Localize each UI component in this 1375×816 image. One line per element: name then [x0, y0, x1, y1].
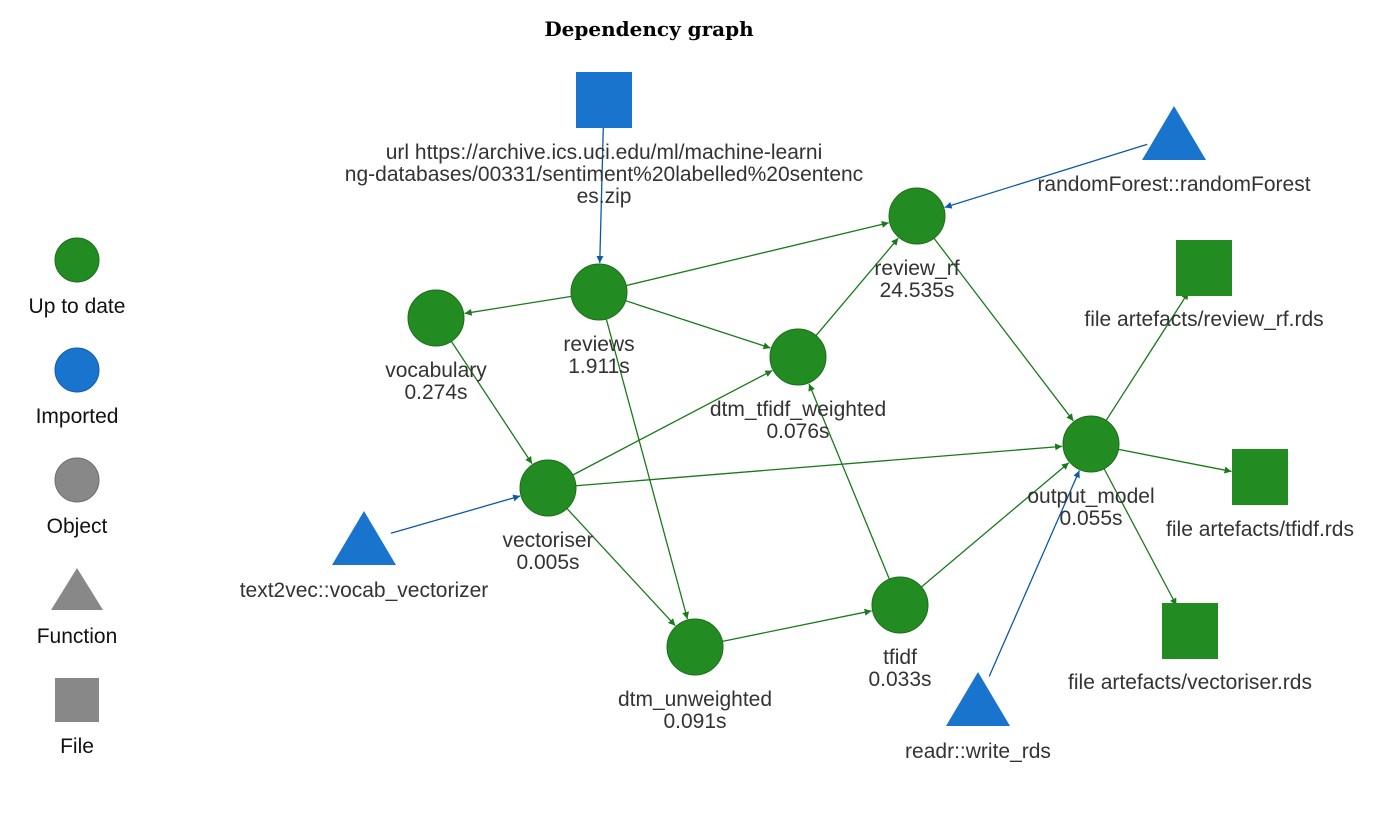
- circle-icon: [54, 237, 100, 283]
- node-label-vocabulary-1: 0.274s: [404, 381, 467, 404]
- node-label-dtm_tfidf_weighted-1: 0.076s: [766, 420, 829, 443]
- target-circle-icon: [1062, 415, 1120, 473]
- node-label-vectoriser-0: vectoriser: [502, 529, 593, 552]
- edge-output_model-to-file_vectoriser: [1103, 468, 1178, 606]
- node-label-dtm_unweighted-0: dtm_unweighted: [618, 688, 772, 711]
- node-label-url-1: ng-databases/00331/sentiment%20labelled%…: [345, 163, 863, 186]
- legend-item-file: File: [55, 678, 99, 758]
- node-label-review_rf-0: review_rf: [874, 257, 959, 280]
- edge-dtm_tfidf_weighted-to-review_rf: [815, 237, 899, 337]
- target-circle-icon: [888, 187, 946, 245]
- node-randomForest[interactable]: randomForest::randomForest: [1037, 106, 1311, 196]
- node-label-file_vectoriser-0: file artefacts/vectoriser.rds: [1068, 671, 1312, 694]
- target-circle-icon: [407, 289, 465, 347]
- target-circle-icon: [871, 576, 929, 634]
- edge-tfidf-to-dtm_tfidf_weighted: [808, 383, 890, 580]
- node-label-reviews-1: 1.911s: [568, 355, 630, 378]
- graph-nodes: url https://archive.ics.uci.edu/ml/machi…: [240, 72, 1354, 763]
- square-icon: [55, 678, 99, 722]
- legend-item-up-to-date: Up to date: [29, 237, 126, 318]
- target-circle-icon: [769, 328, 827, 386]
- triangle-icon: [51, 568, 103, 610]
- node-file_tfidf[interactable]: file artefacts/tfidf.rds: [1166, 449, 1354, 541]
- graph-title: Dependency graph: [544, 17, 754, 41]
- circle-icon: [54, 457, 100, 503]
- edge-output_model-to-file_review_rf: [1105, 292, 1189, 421]
- edge-output_model-to-file_tfidf: [1118, 448, 1232, 474]
- function-triangle-icon: [946, 672, 1010, 726]
- node-label-vocabulary-0: vocabulary: [385, 359, 487, 382]
- edge-reviews-to-dtm_tfidf_weighted: [625, 300, 771, 350]
- node-text2vec[interactable]: text2vec::vocab_vectorizer: [240, 511, 489, 602]
- target-circle-icon: [666, 618, 724, 676]
- node-label-url-2: es.zip: [577, 185, 632, 208]
- node-label-readr-0: readr::write_rds: [905, 740, 1051, 763]
- node-label-randomForest-0: randomForest::randomForest: [1037, 173, 1310, 196]
- node-file_review_rf[interactable]: file artefacts/review_rf.rds: [1084, 240, 1324, 331]
- node-readr[interactable]: readr::write_rds: [905, 672, 1051, 763]
- node-label-output_model-0: output_model: [1027, 485, 1154, 508]
- legend-label: Imported: [36, 405, 119, 428]
- edge-reviews-to-vocabulary: [464, 295, 572, 316]
- edge-dtm_unweighted-to-tfidf: [722, 608, 872, 643]
- edge-vectoriser-to-dtm_unweighted: [566, 508, 676, 627]
- node-label-output_model-1: 0.055s: [1059, 507, 1122, 530]
- node-label-file_tfidf-0: file artefacts/tfidf.rds: [1166, 518, 1354, 541]
- file-square-icon: [1162, 603, 1218, 659]
- legend-item-imported: Imported: [36, 347, 119, 428]
- legend-label: Up to date: [29, 295, 126, 318]
- edge-text2vec-to-vectoriser: [390, 494, 521, 534]
- edge-reviews-to-dtm_unweighted: [605, 318, 689, 620]
- node-url[interactable]: url https://archive.ics.uci.edu/ml/machi…: [345, 72, 863, 208]
- target-circle-icon: [519, 459, 577, 517]
- node-label-dtm_unweighted-1: 0.091s: [663, 710, 726, 733]
- legend-label: File: [60, 735, 94, 758]
- edge-vocabulary-to-vectoriser: [450, 341, 533, 465]
- node-label-vectoriser-1: 0.005s: [516, 551, 579, 574]
- function-triangle-icon: [332, 511, 396, 565]
- file-square-icon: [1176, 240, 1232, 296]
- edge-tfidf-to-output_model: [920, 462, 1070, 588]
- node-label-tfidf-0: tfidf: [883, 646, 917, 669]
- node-label-reviews-0: reviews: [563, 333, 634, 356]
- legend-label: Function: [37, 625, 118, 648]
- legend-item-object: Object: [47, 457, 108, 538]
- edge-reviews-to-review_rf: [626, 220, 889, 287]
- graph-edges: [390, 127, 1232, 677]
- edge-readr-to-output_model: [988, 470, 1080, 677]
- legend-label: Object: [47, 515, 108, 538]
- node-label-dtm_tfidf_weighted-0: dtm_tfidf_weighted: [710, 398, 886, 421]
- edge-randomForest-to-review_rf: [944, 143, 1148, 209]
- node-file_vectoriser[interactable]: file artefacts/vectoriser.rds: [1068, 603, 1312, 694]
- circle-icon: [54, 347, 100, 393]
- node-label-tfidf-1: 0.033s: [868, 668, 931, 691]
- edge-vectoriser-to-dtm_tfidf_weighted: [572, 369, 773, 476]
- function-triangle-icon: [1142, 106, 1206, 160]
- target-circle-icon: [570, 263, 628, 321]
- node-label-review_rf-1: 24.535s: [880, 279, 955, 302]
- edge-review_rf-to-output_model: [933, 237, 1074, 422]
- edge-vectoriser-to-output_model: [575, 443, 1063, 487]
- file-square-icon: [1232, 449, 1288, 505]
- node-label-text2vec-0: text2vec::vocab_vectorizer: [240, 579, 489, 602]
- node-label-file_review_rf-0: file artefacts/review_rf.rds: [1084, 308, 1323, 331]
- file-square-icon: [576, 72, 632, 128]
- legend-item-function: Function: [37, 568, 118, 648]
- node-label-url-0: url https://archive.ics.uci.edu/ml/machi…: [386, 141, 823, 164]
- edge-url-to-reviews: [596, 127, 604, 264]
